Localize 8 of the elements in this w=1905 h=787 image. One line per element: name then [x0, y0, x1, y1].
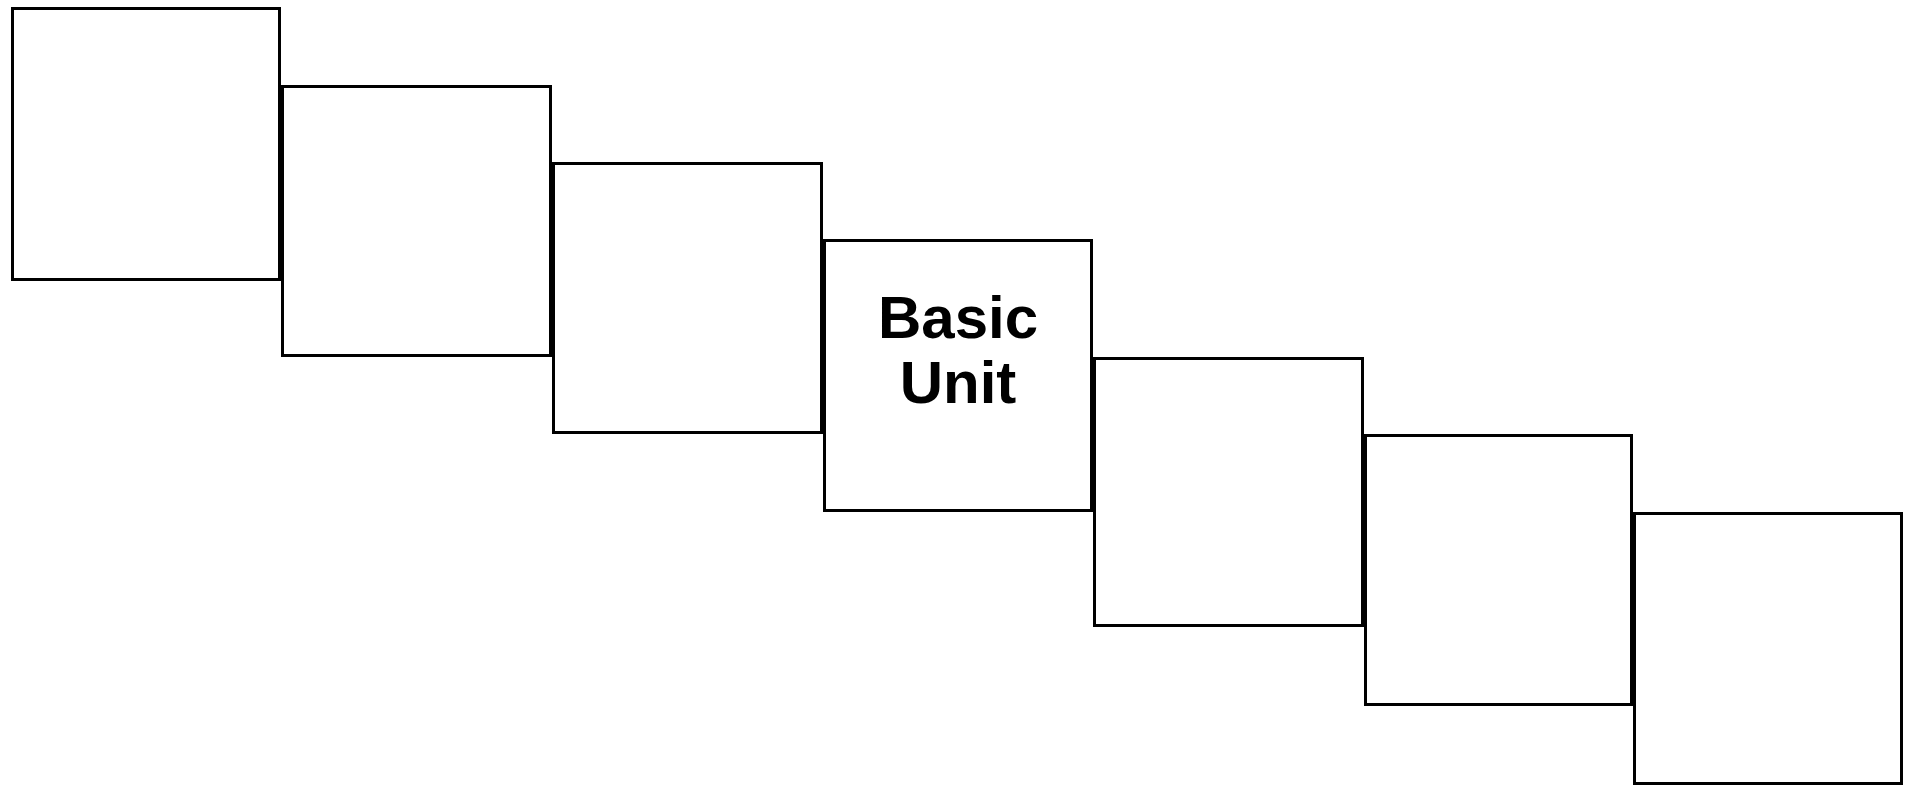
empty-box — [1093, 357, 1364, 627]
empty-box — [281, 85, 552, 357]
unit-box — [823, 239, 1093, 512]
unit-label: Basic Unit — [876, 286, 1040, 416]
empty-box — [11, 7, 281, 281]
empty-box — [1364, 434, 1633, 706]
empty-box — [552, 162, 823, 434]
empty-box — [1633, 512, 1903, 785]
